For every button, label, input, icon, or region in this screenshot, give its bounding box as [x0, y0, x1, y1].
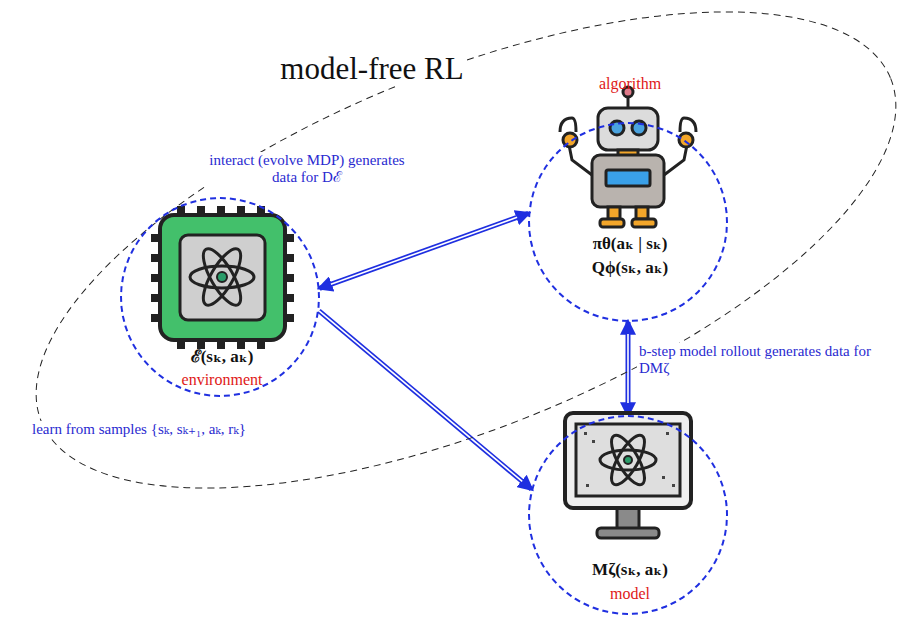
monitor-icon: [565, 413, 691, 538]
double-arrow: [320, 213, 529, 288]
formula: Mζ(sₖ, aₖ): [589, 561, 671, 580]
chip-icon: [152, 207, 293, 348]
connector-gap: [627, 334, 629, 403]
region-title: model-free RL: [277, 52, 466, 86]
model-circle: Mζ(sₖ, aₖ) model: [528, 415, 728, 615]
environment-circle: ℰ(sₖ, aₖ) environment: [120, 197, 320, 397]
connector-line: [320, 213, 529, 288]
role-label: algorithm: [596, 75, 664, 93]
edge-label: interact (evolve MDP) generates data for…: [205, 152, 409, 187]
edge-label: b-step model rollout generates data for …: [637, 343, 881, 378]
formula: Qϕ(sₖ, aₖ): [589, 259, 672, 278]
formula: ℰ(sₖ, aₖ): [188, 348, 257, 367]
double-arrow: [319, 311, 531, 489]
connector-gap: [331, 217, 517, 284]
connector-line: [626, 322, 631, 415]
algorithm-circle: algorithmπθ(aₖ | sₖ)Qϕ(sₖ, aₖ): [528, 122, 728, 322]
edge-label: learn from samples {sₖ, sₖ₊₁, aₖ, rₖ}: [30, 421, 248, 438]
role-label: environment: [179, 371, 266, 389]
double-arrow: [628, 322, 629, 415]
connector-gap: [319, 311, 522, 481]
robot-icon: [560, 87, 696, 227]
connector-line: [319, 311, 531, 489]
formula: πθ(aₖ | sₖ): [590, 235, 671, 254]
role-label: model: [607, 585, 653, 603]
